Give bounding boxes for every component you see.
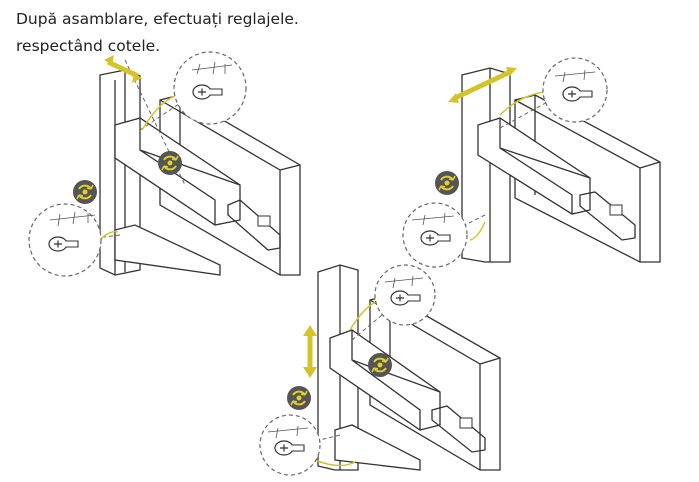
rotate-adjust-icon: [157, 150, 183, 176]
depth-arrow-icon: [106, 59, 140, 79]
rotate-adjust-icon: [367, 352, 393, 378]
side-arrow-icon: [453, 69, 512, 101]
instruction-text: După asamblare, efectuați reglajele. res…: [16, 6, 299, 60]
figure-height-adjustment: [259, 264, 501, 476]
rotate-adjust-icon: [434, 170, 460, 196]
figure-side-adjustment: [402, 57, 661, 268]
rotate-adjust-icon: [286, 385, 312, 411]
rotate-adjust-icon: [72, 179, 98, 205]
instruction-line-2: respectând cotele.: [16, 37, 161, 55]
instruction-line-1: După asamblare, efectuați reglajele.: [16, 10, 299, 28]
figure-depth-adjustment: [28, 51, 301, 277]
